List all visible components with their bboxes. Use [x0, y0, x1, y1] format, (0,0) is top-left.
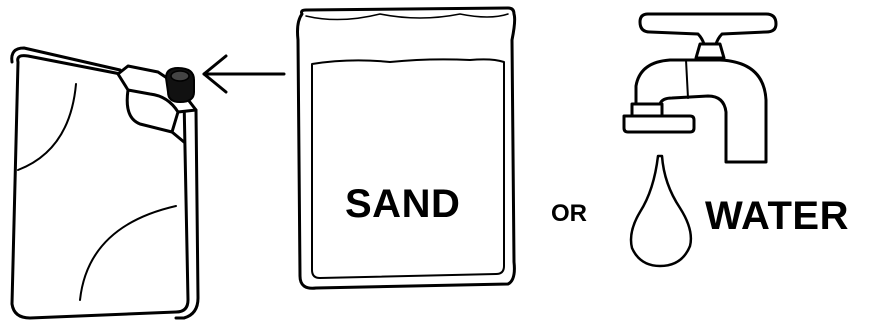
- jerry-can-icon: [12, 48, 198, 318]
- sand-label: SAND: [345, 184, 460, 224]
- sandbag-icon: [298, 8, 515, 288]
- water-drop-icon: [631, 156, 691, 266]
- left-arrow-icon: [204, 56, 284, 92]
- water-tap-icon: [624, 14, 776, 162]
- water-label: WATER: [705, 196, 849, 236]
- or-label: OR: [551, 202, 587, 226]
